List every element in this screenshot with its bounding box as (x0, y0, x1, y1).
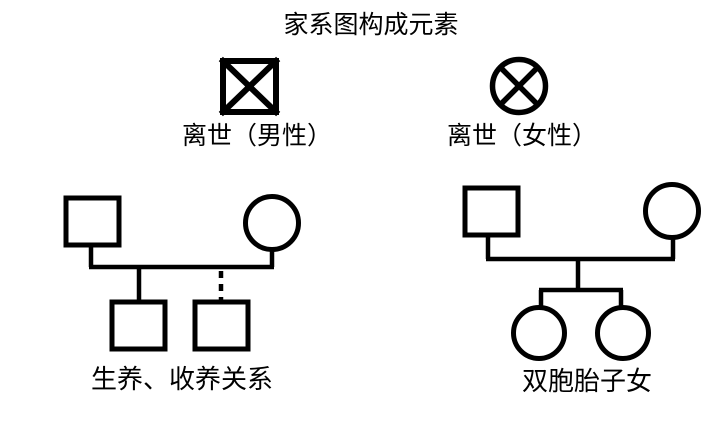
deceased-female-symbol-icon (489, 56, 549, 116)
biological-son-square (109, 299, 168, 352)
mother-circle (643, 182, 701, 240)
father-square (462, 185, 521, 238)
relationship-lines (88, 245, 275, 302)
deceased-male-symbol-icon (218, 56, 281, 117)
biological-adoptive-diagram (63, 194, 301, 352)
twins-label: 双胞胎子女 (521, 367, 653, 396)
biological-adoptive-label: 生养、收养关系 (90, 365, 274, 394)
page-title: 家系图构成元素 (283, 12, 459, 39)
twin-daughter-circle-right (595, 305, 651, 361)
father-square (63, 195, 122, 248)
adopted-son-square (192, 299, 251, 352)
twin-daughter-circle-left (511, 305, 567, 361)
mother-circle (243, 194, 301, 252)
relationship-lines (485, 235, 676, 308)
deceased-female-label: 离世（女性） (446, 123, 598, 150)
twins-diagram (462, 182, 701, 361)
deceased-male-label: 离世（男性） (181, 123, 333, 150)
